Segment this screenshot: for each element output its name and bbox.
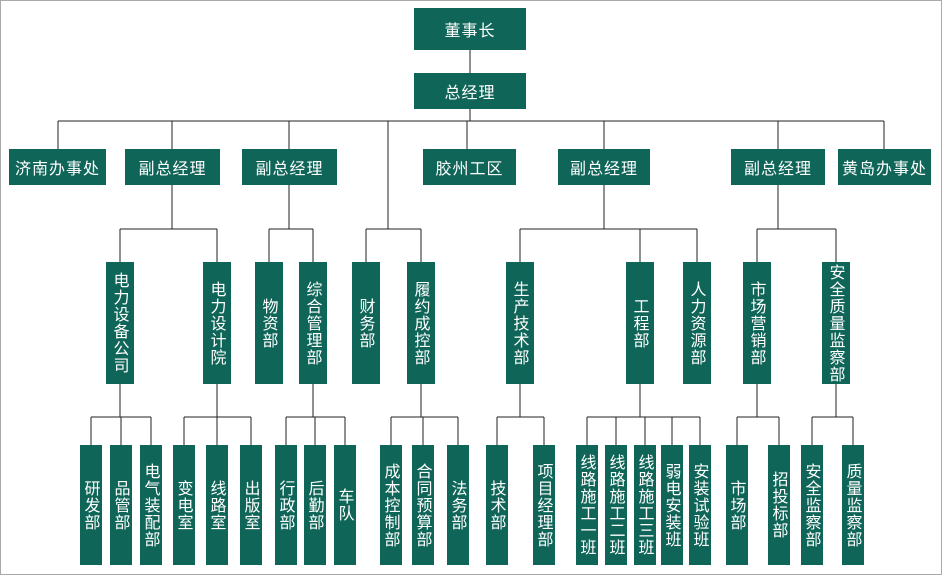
- finance-dept-box: 财务部: [352, 262, 380, 384]
- project-manager-dept-box: 项目经理部: [533, 445, 555, 565]
- human-resources-dept-box: 人力资源部: [683, 262, 711, 384]
- power-equipment-company-box: 电力设备公司: [106, 262, 134, 384]
- production-technology-dept-box: 生产技术部: [506, 262, 534, 384]
- safety-quality-supervision-dept-box: 安全质量监察部: [822, 262, 850, 384]
- jiaozhou-district-box: 胶州工区: [423, 149, 516, 185]
- vice-gm-box-1: 副总经理: [125, 149, 220, 185]
- general-management-dept-box: 综合管理部: [299, 262, 327, 384]
- weak-current-installation-team-box: 弱电安装班: [661, 445, 683, 565]
- bidding-dept-box: 招投标部: [768, 445, 790, 565]
- publishing-room-box: 出版室: [240, 445, 262, 565]
- legal-dept-box: 法务部: [447, 445, 469, 565]
- technology-dept-box: 技术部: [486, 445, 508, 565]
- contract-cost-control-dept-box: 履约成控部: [407, 262, 435, 384]
- engineering-dept-box: 工程部: [626, 262, 654, 384]
- electrical-assembly-dept-box: 电气装配部: [140, 445, 162, 565]
- line-construction-team-2-box: 线路施工二班: [605, 445, 627, 565]
- market-dept-box: 市场部: [726, 445, 748, 565]
- general-manager-box: 总经理: [414, 73, 526, 109]
- line-construction-team-1-box: 线路施工一班: [576, 445, 598, 565]
- contract-budget-dept-box: 合同预算部: [412, 445, 434, 565]
- vice-gm-box-3: 副总经理: [558, 149, 650, 185]
- vice-gm-box-2: 副总经理: [242, 149, 337, 185]
- logistics-dept-box: 后勤部: [304, 445, 326, 565]
- quality-management-dept-box: 品管部: [110, 445, 132, 565]
- power-design-institute-box: 电力设计院: [203, 262, 231, 384]
- fleet-box: 车队: [334, 445, 356, 565]
- marketing-dept-box: 市场营销部: [743, 262, 771, 384]
- safety-supervision-dept-box: 安全监察部: [801, 445, 823, 565]
- huangdao-office-box: 黄岛办事处: [838, 149, 931, 185]
- line-construction-team-3-box: 线路施工三班: [634, 445, 656, 565]
- administration-dept-box: 行政部: [275, 445, 297, 565]
- quality-supervision-dept-box: 质量监察部: [842, 445, 864, 565]
- substation-room-box: 变电室: [173, 445, 195, 565]
- vice-gm-box-4: 副总经理: [731, 149, 825, 185]
- cost-control-dept-box: 成本控制部: [380, 445, 402, 565]
- installation-test-team-box: 安装试验班: [689, 445, 711, 565]
- chairman-box: 董事长: [414, 8, 526, 50]
- jinan-office-box: 济南办事处: [9, 149, 106, 185]
- line-room-box: 线路室: [206, 445, 228, 565]
- materials-dept-box: 物资部: [255, 262, 283, 384]
- rd-dept-box: 研发部: [80, 445, 102, 565]
